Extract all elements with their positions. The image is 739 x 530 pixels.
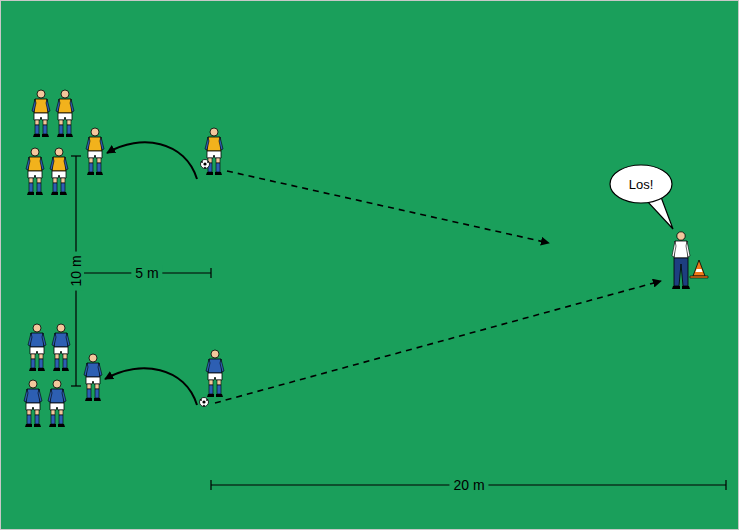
run-arrow xyxy=(227,171,549,243)
dimension-label: 10 m xyxy=(68,251,84,290)
pass-arrow xyxy=(107,142,197,179)
dimension-label: 20 m xyxy=(449,477,488,493)
speech-text: Los! xyxy=(629,177,654,192)
dimension-label: 5 m xyxy=(131,265,162,281)
coach xyxy=(672,232,690,289)
speech-bubble: Los! xyxy=(609,164,673,204)
run-arrow xyxy=(215,281,661,403)
dimension-lines xyxy=(71,156,726,490)
cone xyxy=(690,260,708,278)
yellow-players xyxy=(26,90,223,195)
blue-players xyxy=(24,324,224,427)
pass-arrow xyxy=(105,368,197,405)
